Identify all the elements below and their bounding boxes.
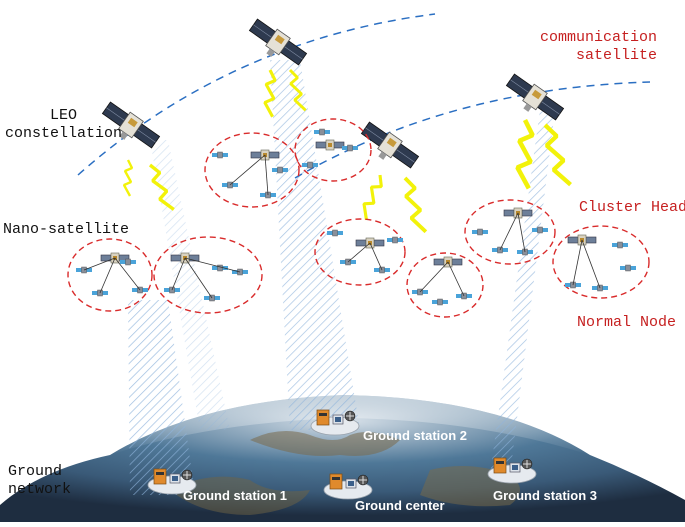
cluster-ring: [153, 236, 263, 314]
cluster-ring: [294, 118, 372, 182]
cluster-head-label: Cluster Head: [579, 199, 685, 216]
beam: [490, 110, 555, 475]
ground-network-label: Ground network: [8, 463, 72, 498]
cluster-ring: [552, 225, 650, 299]
comm-satellite: [500, 71, 566, 128]
beam: [128, 300, 195, 495]
beam: [270, 60, 360, 430]
orbit-leo: [77, 13, 436, 176]
ground-station-2-label: Ground station 2: [363, 428, 467, 443]
cluster-ring: [204, 132, 300, 208]
ground-station-3-label: Ground station 3: [493, 488, 597, 503]
ground-center-label: Ground center: [355, 498, 445, 513]
cluster-ring: [406, 252, 484, 318]
communication-satellite-label: communication satellite: [540, 29, 658, 64]
cluster-ring: [314, 218, 406, 286]
nano-satellite-label: Nano-satellite: [3, 221, 130, 238]
orbit-comm: [294, 81, 651, 179]
leo-constellation-label: LEO constellation: [5, 107, 123, 142]
cluster-ring: [67, 238, 153, 312]
normal-node-label: Normal Node: [577, 314, 677, 331]
cluster-ring: [464, 199, 556, 265]
ground-station-1-label: Ground station 1: [183, 488, 287, 503]
leo-satellite-3: [355, 119, 421, 176]
beam: [150, 140, 230, 430]
